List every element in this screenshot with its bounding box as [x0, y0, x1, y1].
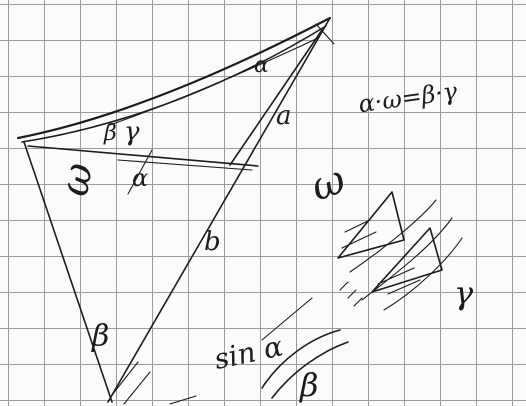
- dash-3: [353, 297, 363, 307]
- bottom-hatch-3: [169, 395, 197, 405]
- scribble-triangle-1: [337, 191, 405, 259]
- label-alpha-mid: α: [132, 164, 148, 192]
- scribble-hatch-1: [344, 219, 371, 233]
- label-omega-left: ω: [51, 159, 102, 199]
- top-inner-curve: [109, 37, 319, 126]
- scribble-hatch-3: [377, 267, 415, 285]
- inner-second-line: [117, 159, 253, 171]
- bottom-hatch-2: [123, 371, 151, 405]
- label-beta: β: [103, 121, 117, 146]
- label-equation: α·ω=β·γ: [357, 77, 460, 119]
- scribble-arc-3: [383, 237, 463, 311]
- apex-tick: [315, 23, 335, 45]
- label-gamma-top: γ: [124, 117, 140, 147]
- right-long-side-line: [107, 17, 331, 403]
- dash-1: [339, 281, 349, 291]
- bottom-hatch-1: [111, 361, 139, 396]
- bottom-arc-1: [261, 329, 341, 389]
- label-side-b: b: [204, 227, 221, 257]
- alpha-cross-line: [127, 149, 153, 195]
- scribble-hatch-4: [387, 279, 421, 295]
- scribble-arc-1: [349, 199, 437, 273]
- bottom-arc-2: [271, 341, 349, 399]
- side-a-line: [229, 29, 323, 166]
- scribble-hatch-2: [341, 231, 377, 249]
- curved-top-side: [16, 16, 332, 140]
- label-beta-bottom: β: [299, 366, 319, 404]
- label-omega-right: ω: [305, 156, 351, 210]
- scribble-arc-2: [361, 217, 453, 301]
- label-gamma-right: γ: [454, 274, 474, 312]
- label-side-a: a: [276, 101, 292, 131]
- dash-2: [347, 289, 357, 299]
- sin-alpha-slash: [261, 297, 313, 341]
- left-side-line: [23, 141, 113, 403]
- label-beta-left: β: [91, 319, 109, 354]
- inner-top-line: [27, 145, 259, 167]
- label-alpha-top: α: [254, 53, 269, 78]
- label-sin-alpha: sin α: [211, 329, 286, 376]
- scribble-triangle-2: [371, 227, 443, 293]
